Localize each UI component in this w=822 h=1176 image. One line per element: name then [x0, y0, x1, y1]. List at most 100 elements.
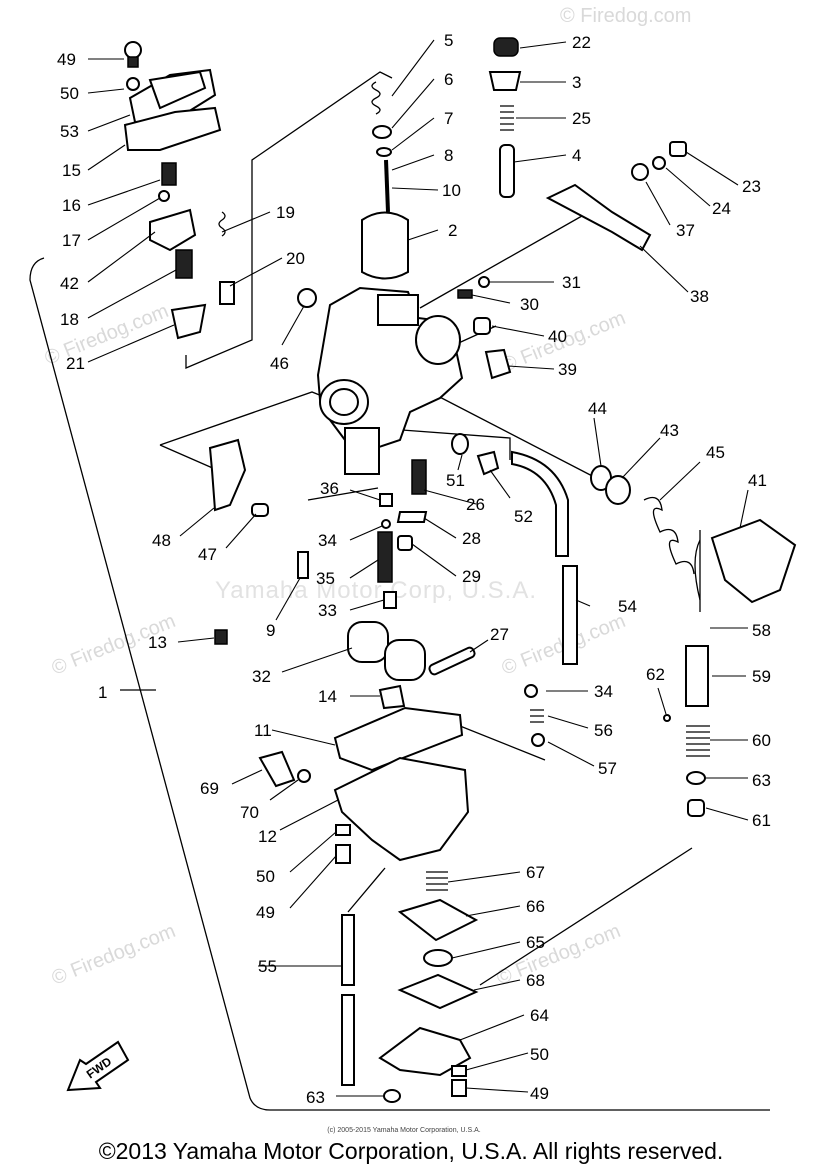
- washer-50-icon: [335, 824, 351, 836]
- washer-51-icon: [451, 433, 469, 455]
- callout-67: 67: [526, 863, 545, 882]
- callout-19: 19: [276, 203, 295, 222]
- washer-63-icon: [686, 771, 706, 785]
- assembly-guides: [159, 71, 701, 986]
- needle-10-icon: [384, 159, 390, 213]
- bracket-38-icon: [545, 183, 652, 252]
- callout-49: 49: [256, 903, 275, 922]
- o-ring-31-icon: [478, 276, 490, 288]
- lever-42-icon: [149, 208, 197, 252]
- callout-5: 5: [444, 31, 453, 50]
- callout-3: 3: [572, 73, 581, 92]
- float-bowl-group: [258, 706, 470, 1086]
- o-ring-34-icon: [381, 519, 391, 529]
- callout-49: 49: [57, 50, 76, 69]
- callout-30: 30: [520, 295, 539, 314]
- callout-48: 48: [152, 531, 171, 550]
- callout-33: 33: [318, 601, 337, 620]
- callout-40: 40: [548, 327, 567, 346]
- seat-6-icon: [372, 125, 392, 139]
- jet-29-icon: [397, 535, 413, 551]
- screw-52-icon: [476, 450, 500, 476]
- carburetor-exploded-diagram: © Firedog.com © Firedog.com © Firedog.co…: [29, 5, 797, 1134]
- callout-21: 21: [66, 354, 85, 373]
- washer-63-icon: [383, 1089, 401, 1103]
- cover-66-icon: [397, 898, 479, 942]
- washer-17-icon: [158, 190, 170, 202]
- callout-18: 18: [60, 310, 79, 329]
- callout-68: 68: [526, 971, 545, 990]
- carburetor-body: [297, 286, 464, 475]
- callout-53: 53: [60, 122, 79, 141]
- screw-23-icon: [669, 141, 687, 157]
- callout-66: 66: [526, 897, 545, 916]
- float-group: [347, 621, 476, 710]
- screw-47-icon: [251, 503, 269, 517]
- washer-50-icon: [451, 1065, 467, 1077]
- watermark-center: Yamaha Motor Corp, U.S.A.: [215, 577, 537, 604]
- watermark-layer: © Firedog.com © Firedog.com © Firedog.co…: [42, 5, 692, 990]
- callout-15: 15: [62, 161, 81, 180]
- callout-13: 13: [148, 633, 167, 652]
- callout-14: 14: [318, 687, 337, 706]
- hose-54a-icon: [511, 450, 569, 557]
- callout-51: 51: [446, 471, 465, 490]
- callout-labels: 49 50 53 15 16 17 42 18 21 19 20 5 6 7 8…: [57, 31, 771, 1107]
- jet-30-icon: [457, 289, 473, 299]
- plunger-59-icon: [685, 645, 709, 707]
- callout-10: 10: [442, 181, 461, 200]
- callout-6: 6: [444, 70, 453, 89]
- callout-58: 58: [752, 621, 771, 640]
- tube-55a-icon: [341, 914, 355, 986]
- callout-50: 50: [530, 1045, 549, 1064]
- callout-45: 45: [706, 443, 725, 462]
- cap-22-icon: [493, 37, 519, 57]
- washer-46-icon: [297, 288, 317, 308]
- callout-63: 63: [306, 1088, 325, 1107]
- clip-7-icon: [376, 147, 392, 157]
- callout-25: 25: [572, 109, 591, 128]
- needle-valve-14-icon: [378, 684, 406, 710]
- jet-group: [214, 433, 500, 645]
- cap-top-icon: [148, 70, 207, 110]
- spring-19-icon: [218, 211, 226, 237]
- slide-2-icon: [361, 211, 409, 280]
- callout-27: 27: [490, 625, 509, 644]
- jet-36-icon: [379, 493, 393, 507]
- screw-69-icon: [258, 750, 296, 788]
- callout-8: 8: [444, 146, 453, 165]
- fwd-arrow-icon: FWD: [66, 1040, 130, 1092]
- callout-54: 54: [618, 597, 637, 616]
- housing-64-icon: [378, 1026, 472, 1077]
- callout-42: 42: [60, 274, 79, 293]
- rod-65-icon: [423, 949, 453, 967]
- callout-9: 9: [266, 621, 275, 640]
- callout-16: 16: [62, 196, 81, 215]
- fine-print: (c) 2005-2015 Yamaha Motor Corporation, …: [327, 1127, 480, 1134]
- callout-37: 37: [676, 221, 695, 240]
- callout-26: 26: [466, 495, 485, 514]
- callout-46: 46: [270, 354, 289, 373]
- plunger-18-icon: [175, 249, 193, 279]
- callout-20: 20: [286, 249, 305, 268]
- callout-50: 50: [256, 867, 275, 886]
- callout-44: 44: [588, 399, 607, 418]
- callout-47: 47: [198, 545, 217, 564]
- callout-65: 65: [526, 933, 545, 952]
- screw-49-icon: [451, 1079, 467, 1097]
- needle-jet-35-icon: [377, 531, 393, 583]
- callout-63: 63: [752, 771, 771, 790]
- callout-39: 39: [558, 360, 577, 379]
- callout-70: 70: [240, 803, 259, 822]
- callout-50: 50: [60, 84, 79, 103]
- float-32-icon: [347, 621, 389, 663]
- nut-3-icon: [488, 71, 522, 91]
- leader-lines: [87, 39, 749, 1097]
- cap-61-icon: [687, 799, 705, 817]
- screw-shaft-icon: [127, 56, 139, 68]
- callout-12: 12: [258, 827, 277, 846]
- screw-40-icon: [473, 317, 491, 335]
- accelerator-pump-group: [378, 871, 479, 1103]
- callout-11: 11: [254, 721, 272, 740]
- throttle-cover-group: [123, 41, 235, 340]
